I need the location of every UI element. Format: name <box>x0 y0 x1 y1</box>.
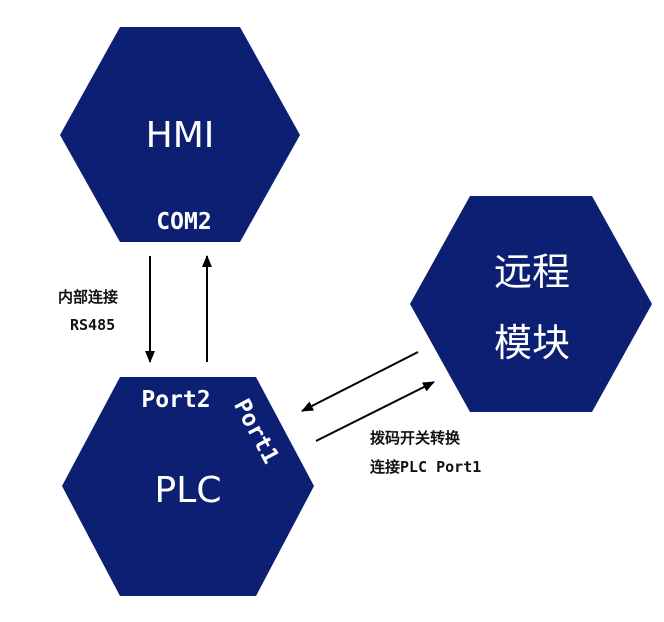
hmi-port-label: COM2 <box>156 209 211 235</box>
hmi-title: HMI <box>146 115 215 156</box>
edge-plc-remote-label-line1: 拨码开关转换 <box>370 429 461 447</box>
remote-module-hexagon <box>410 196 652 412</box>
arrow-plc-to-remote <box>315 381 435 442</box>
hmi-node: HMI COM2 <box>60 27 300 242</box>
edge-hmi-plc-label-line2: RS485 <box>70 316 115 334</box>
edge-hmi-plc-label-line1: 内部连接 <box>58 288 118 306</box>
hmi-hexagon <box>60 27 300 242</box>
arrow-remote-to-plc <box>301 351 419 412</box>
plc-port2-label: Port2 <box>141 387 210 413</box>
remote-module-title-line1: 远程 <box>494 250 570 294</box>
remote-module-node: 远程 模块 <box>410 196 652 412</box>
remote-module-title-line2: 模块 <box>494 321 570 365</box>
plc-title: PLC <box>155 470 222 511</box>
plc-node: PLC Port2 Port1 <box>62 377 314 596</box>
edge-plc-remote-label-line2: 连接PLC Port1 <box>370 458 481 476</box>
plc-hexagon <box>62 377 314 596</box>
